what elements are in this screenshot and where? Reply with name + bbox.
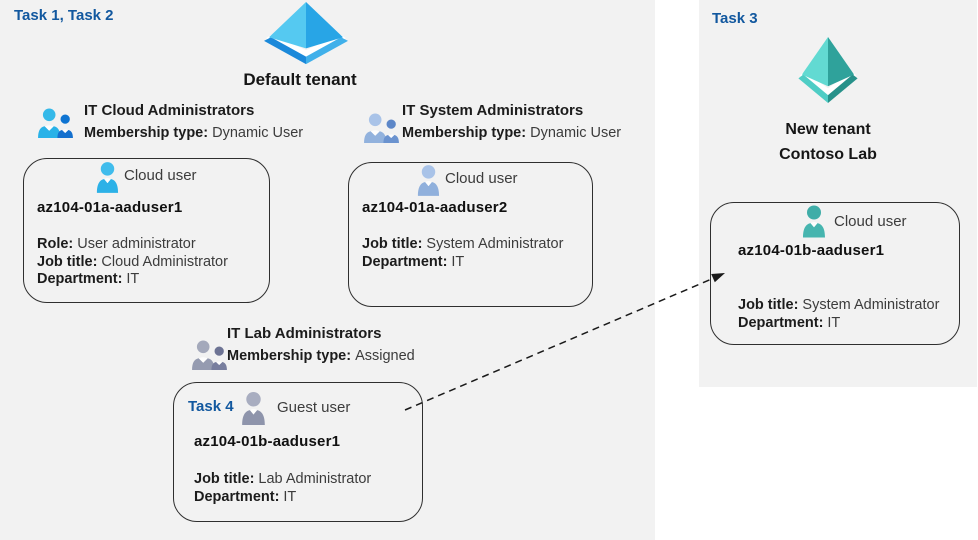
task-1-2-label: Task 1, Task 2 [14,7,114,24]
field-label: Department: [738,314,824,331]
user-type-label: Guest user [277,399,351,416]
field-value: IT [451,253,465,270]
field-row-department: Department:IT [37,271,228,289]
field-value: IT [126,271,140,287]
group-icon-system-admins [363,113,400,144]
user-type-label: Cloud user [124,167,197,184]
user-fields: Role:User administrator Job title:Cloud … [37,236,228,289]
field-row-department: Department:IT [362,254,563,272]
group-icon-cloud-admins [37,108,74,139]
field-value: System Administrator [426,236,564,252]
guest-user-icon [240,391,267,426]
field-label: Role: [37,236,74,252]
field-value: System Administrator [802,297,940,313]
user-name-aaduser2: az104-01a-aaduser2 [362,199,508,216]
new-tenant-cloud-user-card [710,202,960,345]
field-label: Job title: [738,297,799,313]
field-row-role: Role:User administrator [37,236,228,254]
user-type-label: Cloud user [445,170,518,187]
user-name-aaduser1b-new: az104-01b-aaduser1 [738,242,885,259]
new-tenant-icon [797,37,859,104]
field-label: Department: [194,488,280,505]
field-row-department: Department:IT [738,315,939,333]
field-row-job-title: Job title:Cloud Administrator [37,254,228,272]
field-value: User administrator [77,236,196,252]
field-label: Job title: [37,253,98,270]
field-row-job-title: Job title:System Administrator [362,236,563,254]
user-name-aaduser1: az104-01a-aaduser1 [37,199,183,216]
membership-label: Membership type: [402,125,527,141]
field-value: IT [283,488,297,505]
group-title-lab-admins: IT Lab Administrators [227,325,382,342]
task-4-label: Task 4 [188,398,234,415]
membership-label: Membership type: [227,348,352,364]
field-value: Cloud Administrator [101,253,228,270]
group-title-system-admins: IT System Administrators [402,102,584,119]
default-tenant-label: Default tenant [243,70,357,89]
membership-type-cloud-admins: Membership type:Dynamic User [84,125,303,143]
new-tenant-label-line1: New tenant [785,121,871,138]
membership-type-lab-admins: Membership type:Assigned [227,348,415,366]
user-fields: Job title:System Administrator Departmen… [362,236,563,271]
default-tenant-panel [0,0,655,540]
field-row-job-title: Job title:Lab Administrator [194,471,371,489]
membership-value: Dynamic User [212,125,304,141]
user-fields: Job title:Lab Administrator Department:I… [194,471,371,506]
field-value: Lab Administrator [258,471,372,487]
membership-type-system-admins: Membership type:Dynamic User [402,125,621,143]
guest-user-card [173,382,423,522]
field-row-job-title: Job title:System Administrator [738,297,939,315]
field-value: IT [827,314,841,331]
user-card-aaduser1 [23,158,270,303]
cloud-user-icon [95,161,120,194]
cloud-user-icon [801,203,827,240]
membership-value: Dynamic User [530,125,622,141]
membership-value: Assigned [355,348,415,364]
cloud-user-icon [416,164,441,197]
task-3-label: Task 3 [712,10,758,27]
user-name-aaduser1b: az104-01b-aaduser1 [194,433,341,450]
field-label: Department: [37,271,123,287]
user-fields: Job title:System Administrator Departmen… [738,297,939,332]
field-label: Job title: [194,471,255,487]
field-label: Job title: [362,236,423,252]
default-tenant-icon [262,2,350,65]
user-type-label: Cloud user [834,213,907,230]
field-label: Department: [362,253,448,270]
new-tenant-label-line2: Contoso Lab [779,146,877,163]
field-row-department: Department:IT [194,489,371,507]
membership-label: Membership type: [84,125,209,141]
group-title-cloud-admins: IT Cloud Administrators [84,102,255,119]
group-icon-lab-admins [191,340,228,371]
